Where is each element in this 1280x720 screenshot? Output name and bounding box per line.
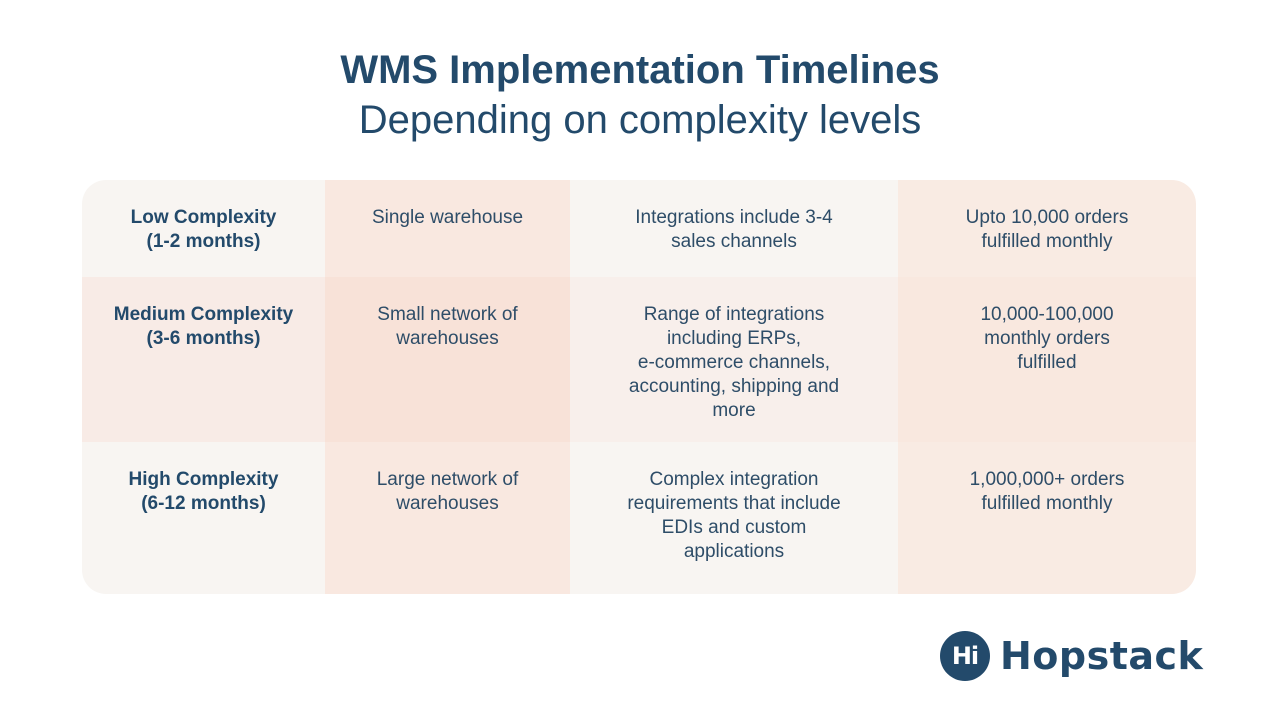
- complexity-table: Low Complexity(1-2 months) Single wareho…: [82, 180, 1196, 594]
- hopstack-logo: Hi Hopstack: [940, 630, 1203, 682]
- page-title: WMS Implementation Timelines: [340, 48, 940, 92]
- row-low-warehouses: Single warehouse: [325, 180, 570, 277]
- hopstack-logo-text: Hopstack: [1000, 634, 1204, 678]
- hopstack-logo-icon: Hi: [940, 631, 990, 681]
- page-subtitle: Depending on complexity levels: [358, 98, 922, 142]
- row-medium-level: Medium Complexity(3-6 months): [82, 277, 325, 442]
- row-high-level: High Complexity(6-12 months): [82, 442, 325, 594]
- row-low-level: Low Complexity(1-2 months): [82, 180, 325, 277]
